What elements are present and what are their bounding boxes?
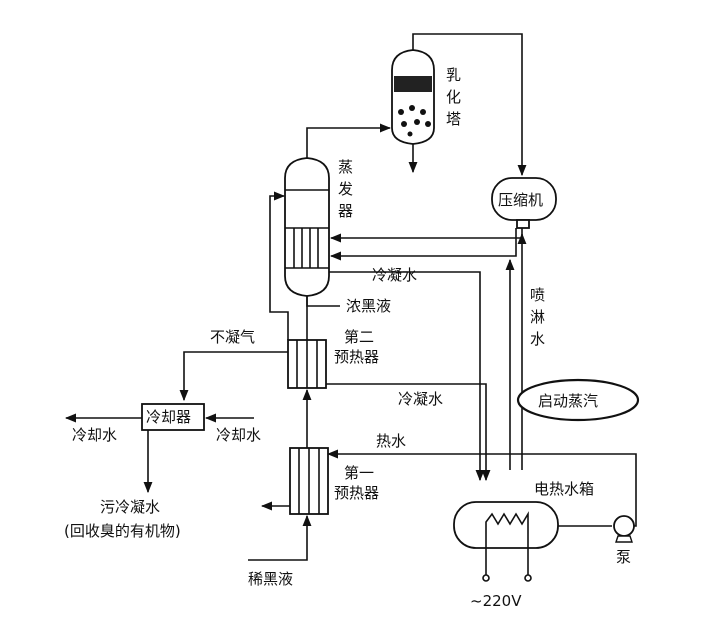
startup-steam-bubble xyxy=(516,378,640,422)
first-preheater xyxy=(289,447,329,515)
packing-layer xyxy=(394,76,432,92)
dilute-black-liquor-line xyxy=(248,514,312,561)
tower-to-compressor-line xyxy=(412,33,527,177)
tower-bubbles xyxy=(398,105,431,137)
startup-steam-label: 启动蒸汽 xyxy=(538,392,598,410)
emulsion-tower-label-1: 乳 xyxy=(446,66,461,84)
spray-water-label-3: 水 xyxy=(530,330,545,348)
heater-coil-icon xyxy=(485,511,529,534)
first-preheater-label-1: 第一 xyxy=(344,464,374,482)
dirty-condensate-label: 污冷凝水 xyxy=(100,498,160,516)
second-preheater-label-1: 第二 xyxy=(344,328,374,346)
evaporator-to-tower-line xyxy=(306,123,392,158)
cooler xyxy=(141,403,205,431)
second-preheater-label-2: 预热器 xyxy=(334,348,379,366)
evaporator-label-3: 器 xyxy=(338,202,353,220)
electric-water-tank xyxy=(453,501,559,582)
evaporator-condensate-line xyxy=(329,271,485,482)
pump-label: 泵 xyxy=(616,548,631,566)
recirculation-loop xyxy=(269,191,289,340)
thick-liquor-line xyxy=(306,296,340,307)
compressor-to-evaporator-line-1 xyxy=(329,228,523,243)
pump-icon xyxy=(613,515,635,543)
cooling-water-in-label: 冷却水 xyxy=(216,426,261,444)
compressor-label: 压缩机 xyxy=(498,191,543,209)
recovered-organics-label: (回收臭的有机物) xyxy=(64,522,181,540)
emulsion-tower-label-3: 塔 xyxy=(446,110,461,128)
first-preheater-label-2: 预热器 xyxy=(334,484,379,502)
condensate-mid-label: 冷凝水 xyxy=(398,390,443,408)
compressor-to-evaporator-line-2 xyxy=(329,228,517,261)
cooling-water-out-label: 冷却水 xyxy=(72,426,117,444)
second-preheater xyxy=(287,339,327,389)
evaporator-label-1: 蒸 xyxy=(338,158,353,176)
emulsion-tower xyxy=(391,49,435,145)
non-condensable-gas-line xyxy=(179,351,288,402)
thick-black-liquor-label: 浓黑液 xyxy=(346,297,391,315)
preheater2-condensate-line xyxy=(326,383,491,482)
compressor xyxy=(491,177,557,229)
spray-water-label-1: 喷 xyxy=(530,286,545,304)
non-condensable-gas-label: 不凝气 xyxy=(210,328,255,346)
emulsion-tower-label-2: 化 xyxy=(446,88,461,106)
voltage-label: ~220V xyxy=(470,592,522,610)
dilute-black-liquor-label: 稀黑液 xyxy=(248,570,293,588)
spray-water-label-2: 淋 xyxy=(530,308,545,326)
electric-water-tank-label: 电热水箱 xyxy=(534,480,594,498)
hot-water-label: 热水 xyxy=(376,432,406,450)
evaporator xyxy=(284,157,330,297)
condensate-top-label: 冷凝水 xyxy=(372,266,417,284)
cooler-label: 冷却器 xyxy=(146,408,191,426)
evaporator-label-2: 发 xyxy=(338,180,353,198)
